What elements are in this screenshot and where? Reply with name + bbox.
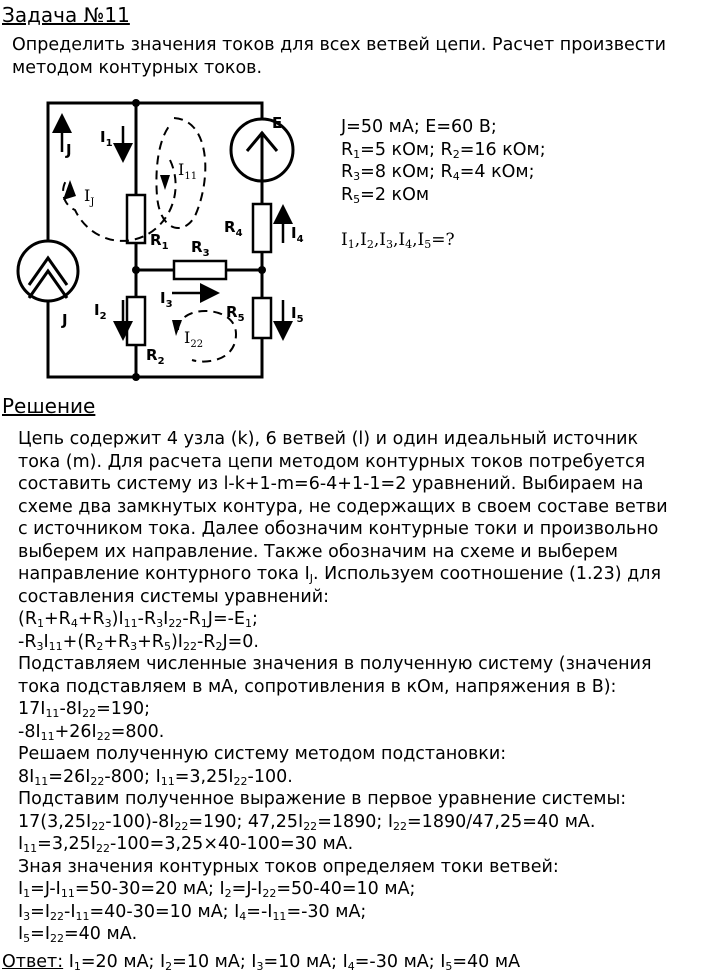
- solution-line: 17(3,25I22-100)-8I22=190; 47,25I22=1890;…: [18, 811, 596, 833]
- label-R1: R1: [150, 231, 169, 252]
- solution-line: 8I11=26I22-800; I11=3,25I22-100.: [18, 766, 293, 788]
- given-line: J=50 мА; E=60 В;: [341, 117, 497, 137]
- given-values: J=50 мА; E=60 В; R1=5 кОм; R2=16 кОм; R3…: [341, 116, 546, 206]
- current-source-icon: [16, 239, 80, 303]
- label-R3: R3: [191, 238, 210, 259]
- label-R4: R4: [224, 218, 243, 239]
- label-E: E: [272, 114, 282, 132]
- solution-heading: Решение: [2, 394, 96, 418]
- solution-line: I11=3,25I22-100=3,25×40-100=30 мА.: [18, 834, 354, 855]
- solution-line: с источником тока. Далее обозначим конту…: [18, 519, 659, 539]
- solution-line: I5=I22=40 мА.: [18, 924, 138, 945]
- solution-line: Решаем полученную систему методом подста…: [18, 744, 507, 764]
- label-I2: I2: [94, 301, 107, 322]
- given-line: R5=2 кОм: [341, 184, 430, 206]
- answer-label: Ответ:: [2, 952, 64, 972]
- label-I11: I11: [178, 160, 197, 182]
- solution-line: I3=I22-I11=40-30=10 мА; I4=-I11=-30 мА;: [18, 901, 367, 923]
- circuit-nodes: [132, 99, 266, 381]
- circuit-wires: [46, 101, 264, 379]
- label-J-bottom: J: [61, 311, 68, 329]
- solution-line: составления системы уравнений:: [18, 586, 329, 607]
- solution-line: направление контурного тока IJ. Использу…: [18, 564, 661, 585]
- task-statement: Определить значения токов для всех ветве…: [12, 34, 666, 79]
- solution-line: составить систему из l-k+1-m=6-4+1-1=2 у…: [18, 474, 644, 494]
- resistors: [125, 193, 273, 347]
- branch-current-arrows: [52, 113, 293, 341]
- solution-line: -8I11+26I22=800.: [18, 721, 165, 743]
- answer-line: Ответ: I1=20 мА; I2=10 мА; I3=10 мА; I4=…: [2, 952, 520, 972]
- label-J: J: [65, 141, 72, 159]
- solution-line: тока (m). Для расчета цепи методом конту…: [18, 451, 646, 472]
- solution-line: I1=J-I11=50-30=20 мА; I2=J-I22=50-40=10 …: [18, 879, 416, 900]
- solution-line: Подставим полученное выражение в первое …: [18, 789, 627, 809]
- label-I4: I4: [291, 224, 304, 245]
- given-line: R3=8 кОм; R4=4 кОм;: [341, 162, 535, 183]
- task-line: методом контурных токов.: [12, 57, 263, 78]
- solution-line: -R3I11+(R2+R3+R5)I22-R2J=0.: [18, 631, 259, 653]
- circuit-diagram: E J J I1 R1 I11 R4 I4 R3 IJ I2 I3 R5 I5 …: [16, 99, 304, 381]
- label-I1: I1: [100, 128, 113, 149]
- loop-arrowheads: [63, 175, 182, 336]
- task-title: Задача №11: [2, 3, 130, 27]
- label-I5: I5: [291, 304, 304, 325]
- solution-line: Зная значения контурных токов определяем…: [18, 856, 559, 877]
- voltage-source-icon: [229, 117, 295, 183]
- label-I3: I3: [160, 289, 173, 310]
- solution-line: (R1+R4+R3)I11-R3I22-R1J=-E1;: [18, 609, 258, 630]
- solution-text: Цепь содержит 4 узла (k), 6 ветвей (l) и…: [18, 428, 668, 946]
- unknowns-question: I1,I2,I3,I4,I5=?: [341, 230, 455, 251]
- solution-line: 17I11-8I22=190;: [18, 699, 151, 720]
- label-R5: R5: [226, 303, 245, 324]
- solution-line: Подставляем численные значения в получен…: [18, 654, 652, 674]
- label-IJ: IJ: [84, 186, 94, 208]
- solution-line: Цепь содержит 4 узла (k), 6 ветвей (l) и…: [18, 429, 639, 449]
- answer-values: I1=20 мА; I2=10 мА; I3=10 мА; I4=-30 мА;…: [63, 952, 521, 973]
- given-line: R1=5 кОм; R2=16 кОм;: [341, 139, 546, 161]
- solution-line: выберем их направление. Также обозначим …: [18, 541, 618, 562]
- solution-line: тока подставляем в мА, сопротивления в к…: [18, 676, 617, 697]
- label-R2: R2: [146, 346, 165, 367]
- label-I22: I22: [184, 328, 203, 350]
- task-line: Определить значения токов для всех ветве…: [12, 35, 666, 55]
- solution-line: схеме два замкнутых контура, не содержащ…: [18, 496, 668, 517]
